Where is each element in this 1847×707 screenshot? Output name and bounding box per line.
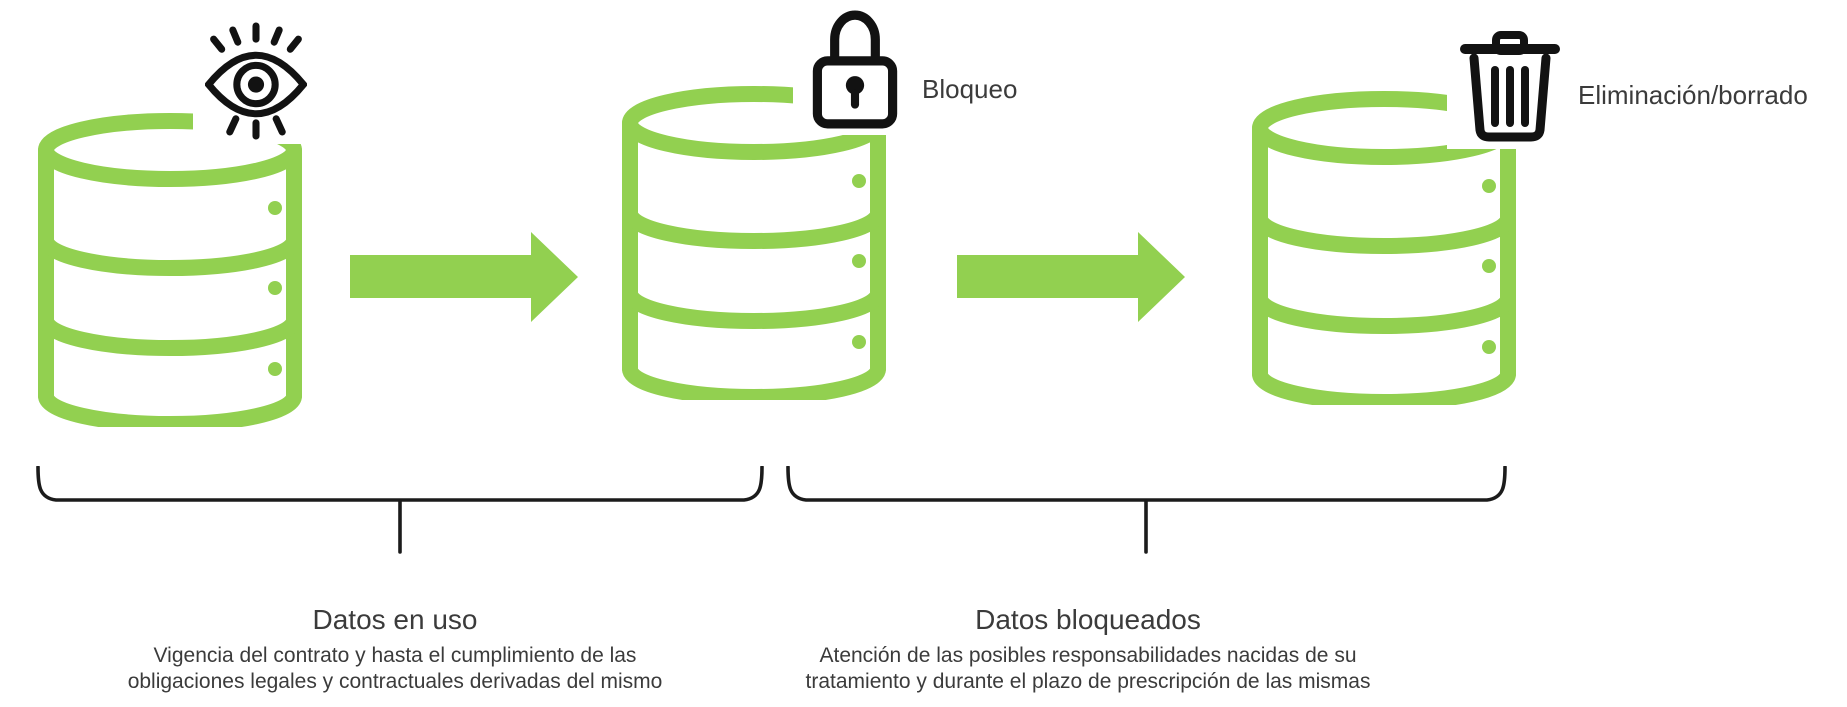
group-desc-line1-datos-en-uso: Vigencia del contrato y hasta el cumplim… (153, 644, 637, 667)
flow-arrow-1 (350, 232, 578, 322)
lock-icon (793, 2, 917, 135)
group-desc-line1-datos-bloqueados: Atención de las posibles responsabilidad… (819, 644, 1357, 667)
group-datos-bloqueados: Datos bloqueados Atención de las posible… (778, 604, 1398, 694)
group-title-datos-en-uso: Datos en uso (312, 604, 478, 635)
database-cylinder-3 (1252, 91, 1516, 405)
group-desc-line2-datos-bloqueados: tratamiento y durante el plazo de prescr… (805, 669, 1371, 693)
group-desc-line2-datos-en-uso: obligaciones legales y contractuales der… (127, 669, 663, 693)
stage-label-bloqueo: Bloqueo (922, 74, 1018, 104)
eye-icon (193, 18, 319, 144)
stage-label-eliminacion-borrado: Eliminación/borrado (1578, 80, 1808, 110)
trash-icon (1447, 25, 1573, 149)
brace-datos-bloqueados (786, 466, 1507, 554)
database-cylinder-1 (38, 113, 302, 427)
group-datos-en-uso: Datos en uso Vigencia del contrato y has… (85, 604, 705, 694)
flow-arrow-2 (957, 232, 1185, 322)
group-title-datos-bloqueados: Datos bloqueados (975, 604, 1201, 635)
brace-datos-en-uso (36, 466, 764, 554)
